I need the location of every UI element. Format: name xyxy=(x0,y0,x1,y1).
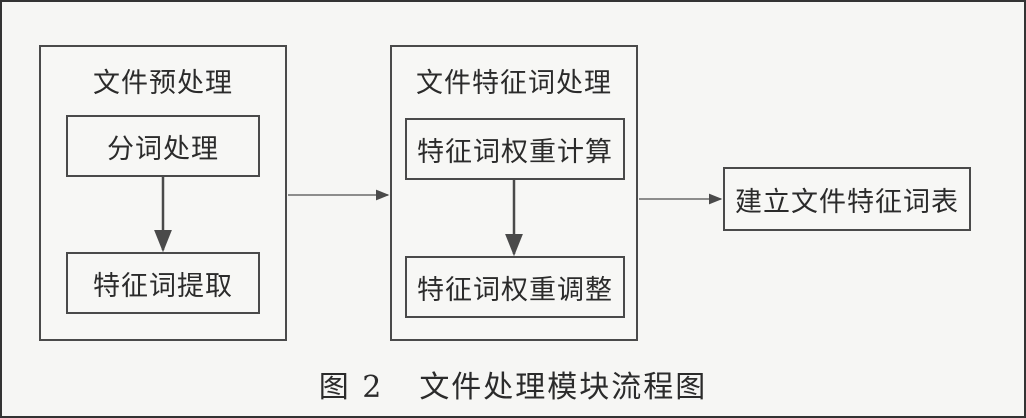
node-weight-adjustment: 特征词权重调整 xyxy=(405,256,625,318)
figure-title: 文件处理模块流程图 xyxy=(419,370,708,405)
figure-number: 图 2 xyxy=(318,370,384,405)
figure-caption: 图 2 文件处理模块流程图 xyxy=(0,362,1026,406)
node-feature-word-extraction: 特征词提取 xyxy=(66,252,260,314)
node-build-feature-table: 建立文件特征词表 xyxy=(723,167,971,231)
group-title-feature-word-processing: 文件特征词处理 xyxy=(416,68,612,99)
node-weight-calculation: 特征词权重计算 xyxy=(405,118,625,180)
node-word-segmentation: 分词处理 xyxy=(66,115,260,177)
group-title-file-preprocessing: 文件预处理 xyxy=(93,68,233,99)
